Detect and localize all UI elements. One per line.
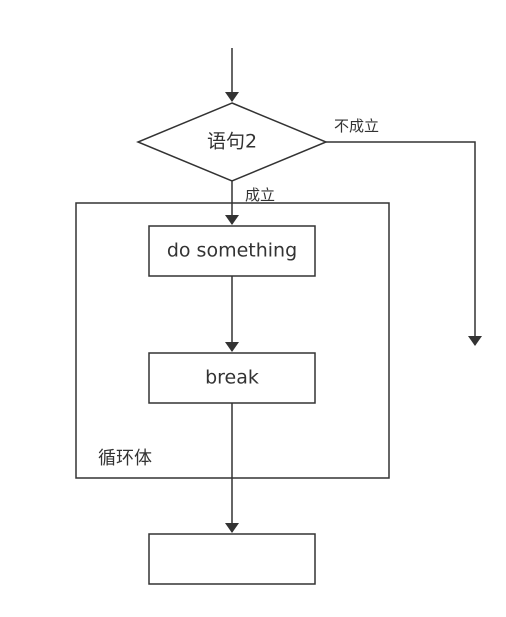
decision-label: 语句2 [206, 130, 258, 153]
break-box [148, 352, 316, 404]
do-something-label: do something [166, 239, 298, 262]
loop-body-label: 循环体 [98, 448, 152, 469]
next-step-box [148, 533, 316, 585]
break-label: break [205, 366, 259, 389]
no-branch-label: 不成立 [334, 117, 380, 135]
yes-branch-label: 成立 [245, 186, 276, 204]
no-branch-line [326, 141, 482, 346]
